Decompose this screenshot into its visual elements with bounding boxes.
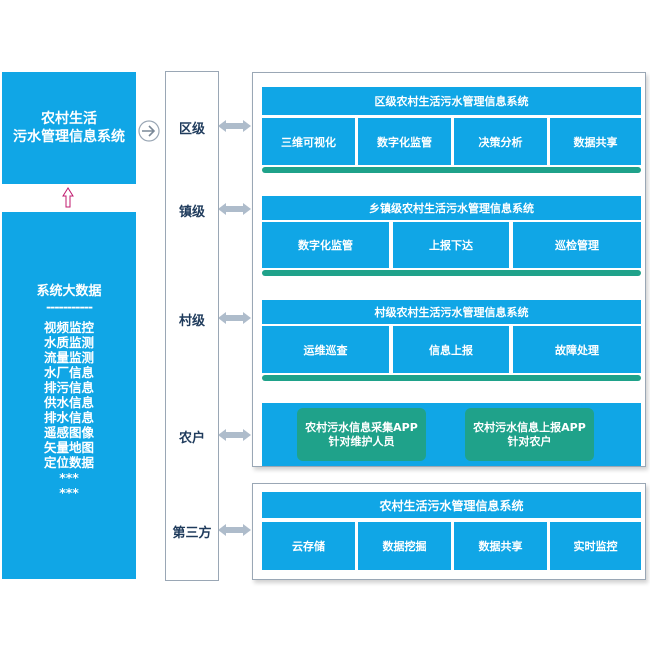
village-module: 运维巡查 [262, 326, 389, 373]
bigdata-item: 排水信息 [43, 410, 94, 425]
third-party-module: 数据共享 [454, 522, 547, 570]
third-party-module: 数据挖掘 [358, 522, 451, 570]
right-arrow-icon [138, 120, 160, 142]
village-module: 故障处理 [513, 326, 641, 373]
level-label-household: 农户 [178, 431, 205, 446]
bigdata-item: 矢量地图 [43, 440, 94, 455]
bigdata-item: 视频监控 [43, 320, 94, 335]
town-module: 上报下达 [393, 222, 509, 268]
levels-column [165, 71, 219, 581]
district-module: 三维可视化 [262, 118, 355, 165]
bigdata-item: 遥感图像 [43, 425, 94, 440]
level-link-arrows [218, 120, 251, 536]
double-arrow-icon [218, 312, 251, 324]
main-system-box: 农村生活 污水管理信息系统 [2, 72, 136, 184]
bigdata-item: *** [59, 470, 79, 485]
town-module: 巡检管理 [513, 222, 641, 268]
bigdata-box: 系统大数据 ----------- 视频监控 水质监测 流量监测 水厂信息 排污… [2, 212, 136, 579]
reporter-app-line1: 农村污水信息上报APP [473, 420, 586, 434]
town-title-bar: 乡镇级农村生活污水管理信息系统 [262, 196, 641, 220]
bigdata-item: 排污信息 [43, 380, 94, 395]
level-label-village: 村级 [178, 314, 205, 329]
level-label-town: 镇级 [178, 205, 205, 220]
double-arrow-icon [218, 429, 251, 441]
bigdata-item: 供水信息 [43, 395, 94, 410]
district-rail [262, 167, 641, 173]
town-module: 数字化监管 [262, 222, 389, 268]
district-module: 数字化监管 [358, 118, 451, 165]
collector-app-line2: 针对维护人员 [328, 434, 395, 448]
village-rail [262, 375, 641, 381]
bigdata-item: *** [59, 485, 79, 500]
main-system-title-line2: 污水管理信息系统 [13, 129, 125, 145]
district-title-bar: 区级农村生活污水管理信息系统 [262, 87, 641, 115]
level-label-district: 区级 [178, 122, 205, 137]
double-arrow-icon [218, 120, 251, 132]
district-module: 决策分析 [454, 118, 547, 165]
bigdata-item: 流量监测 [43, 350, 94, 365]
bigdata-divider: ----------- [45, 299, 93, 314]
third-party-title-bar: 农村生活污水管理信息系统 [262, 492, 641, 518]
third-party-module: 云存储 [262, 522, 355, 570]
reporter-app-line2: 针对农户 [507, 434, 552, 448]
up-arrow-icon [62, 187, 74, 208]
collector-app-line1: 农村污水信息采集APP [305, 420, 418, 434]
bigdata-item: 定位数据 [43, 455, 94, 470]
main-system-title-line1: 农村生活 [41, 111, 97, 127]
reporter-app-box: 农村污水信息上报APP 针对农户 [465, 408, 594, 461]
town-rail [262, 270, 641, 276]
district-module: 数据共享 [550, 118, 641, 165]
bigdata-item: 水厂信息 [43, 365, 94, 380]
village-module: 信息上报 [393, 326, 509, 373]
village-title-bar: 村级农村生活污水管理信息系统 [262, 300, 641, 324]
third-party-module: 实时监控 [550, 522, 641, 570]
collector-app-box: 农村污水信息采集APP 针对维护人员 [297, 408, 426, 461]
level-label-third-party: 第三方 [172, 526, 212, 541]
double-arrow-icon [218, 524, 251, 536]
bigdata-item: 水质监测 [43, 335, 94, 350]
double-arrow-icon [218, 203, 251, 215]
bigdata-title: 系统大数据 [36, 284, 102, 299]
